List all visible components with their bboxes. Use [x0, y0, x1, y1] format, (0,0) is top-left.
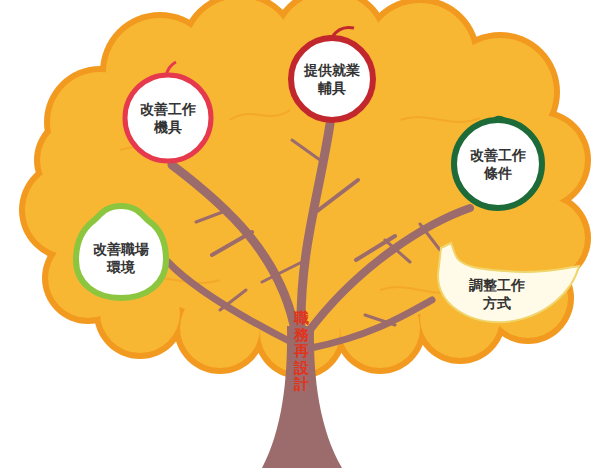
- banana-fruit: 調整工作 方式: [425, 240, 585, 330]
- apple-fruit: 改善工作 機具: [120, 60, 220, 165]
- fruit-label: 改善工作 條件: [468, 146, 528, 182]
- strawberry-fruit: 提供就業 輔具: [282, 25, 382, 125]
- fruit-label: 提供就業 輔具: [302, 61, 362, 97]
- guava-fruit: 改善職場 環境: [72, 198, 170, 304]
- fruit-label: 改善工作 機具: [138, 100, 198, 136]
- fruit-label: 調整工作 方式: [467, 276, 527, 312]
- fruit-label: 改善職場 環境: [91, 240, 151, 276]
- trunk-title: 職務再設計: [294, 310, 309, 393]
- green-fruit: 改善工作 條件: [450, 108, 550, 213]
